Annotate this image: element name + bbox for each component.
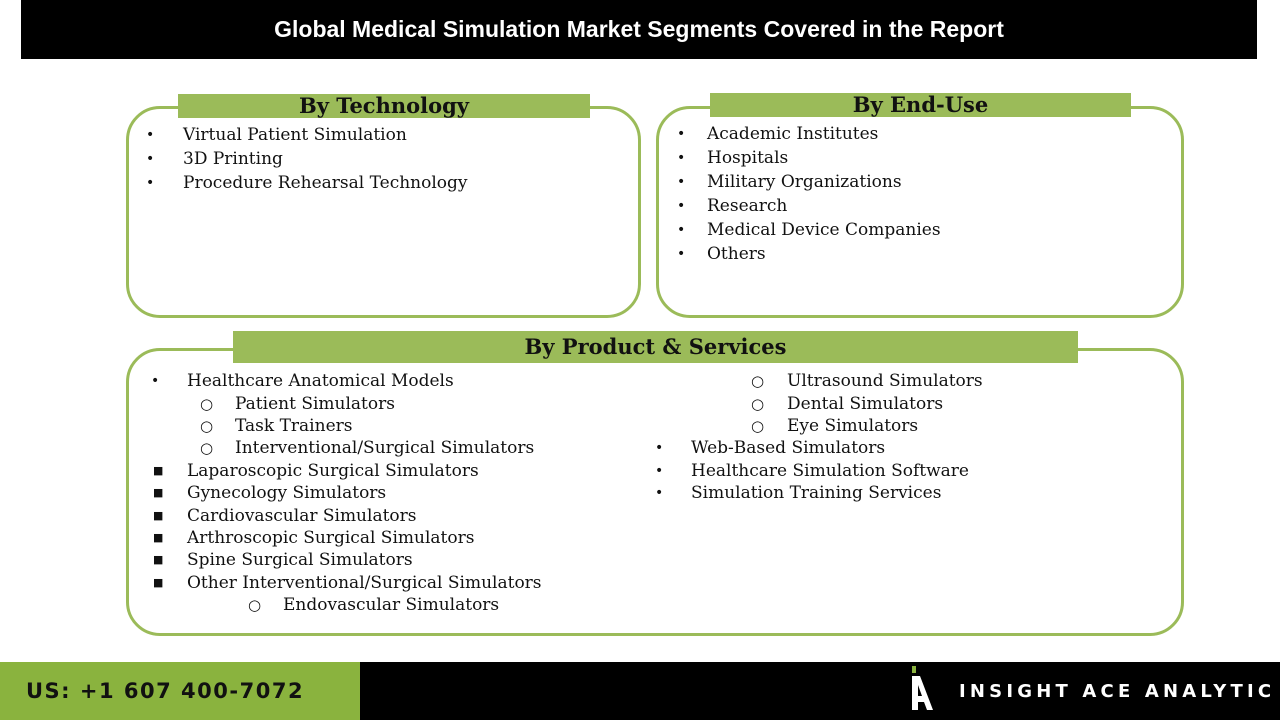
end-use-item-6: Others — [707, 244, 766, 264]
product-item-11: Endovascular Simulators — [283, 595, 500, 615]
end-use-item-1: Academic Institutes — [707, 124, 879, 144]
technology-item-3: Procedure Rehearsal Technology — [183, 173, 468, 193]
square-bullet-marker: ■ — [153, 486, 164, 499]
end-use-item-4: Research — [707, 196, 788, 216]
product-item-9: Spine Surgical Simulators — [187, 550, 413, 570]
square-bullet-marker: ■ — [153, 531, 164, 544]
bullet-marker: • — [677, 222, 686, 238]
technology-item-2: 3D Printing — [183, 149, 283, 169]
product-item-13: Dental Simulators — [787, 394, 944, 414]
brand-name: INSIGHT ACE ANALYTIC — [959, 681, 1276, 702]
square-bullet-marker: ■ — [153, 553, 164, 566]
product-item-5: Laparoscopic Surgical Simulators — [187, 461, 479, 481]
circle-bullet-marker: ○ — [751, 417, 765, 435]
insight-ace-logo-icon — [912, 666, 933, 710]
end-use-heading: By End-Use — [710, 93, 1131, 117]
product-item-12: Ultrasound Simulators — [787, 371, 983, 391]
bullet-marker: • — [677, 150, 686, 166]
product-item-14: Eye Simulators — [787, 416, 919, 436]
square-bullet-marker: ■ — [153, 509, 164, 522]
product-item-10: Other Interventional/Surgical Simulators — [187, 573, 542, 593]
technology-item-1: Virtual Patient Simulation — [183, 125, 407, 145]
product-services-box — [126, 348, 1184, 636]
product-item-16: Healthcare Simulation Software — [691, 461, 969, 481]
circle-bullet-marker: ○ — [248, 596, 262, 614]
circle-bullet-marker: ○ — [200, 417, 214, 435]
bullet-marker: • — [146, 175, 155, 191]
bullet-marker: • — [655, 463, 664, 479]
end-use-box — [656, 106, 1184, 318]
end-use-item-2: Hospitals — [707, 148, 789, 168]
product-item-4: Interventional/Surgical Simulators — [235, 438, 535, 458]
bullet-marker: • — [146, 127, 155, 143]
end-use-item-5: Medical Device Companies — [707, 220, 941, 240]
bullet-marker: • — [677, 174, 686, 190]
bullet-marker: • — [146, 151, 155, 167]
bullet-marker: • — [655, 440, 664, 456]
product-item-15: Web-Based Simulators — [691, 438, 886, 458]
product-item-6: Gynecology Simulators — [187, 483, 387, 503]
product-services-heading: By Product & Services — [233, 331, 1078, 363]
end-use-item-3: Military Organizations — [707, 172, 902, 192]
product-item-17: Simulation Training Services — [691, 483, 942, 503]
product-item-1: Healthcare Anatomical Models — [187, 371, 454, 391]
footer-phone[interactable]: US: +1 607 400-7072 — [0, 662, 360, 720]
bullet-marker: • — [151, 373, 160, 389]
circle-bullet-marker: ○ — [200, 439, 214, 457]
square-bullet-marker: ■ — [153, 576, 164, 589]
product-item-7: Cardiovascular Simulators — [187, 506, 417, 526]
product-item-8: Arthroscopic Surgical Simulators — [187, 528, 475, 548]
bullet-marker: • — [677, 126, 686, 142]
technology-heading: By Technology — [178, 94, 590, 118]
product-item-2: Patient Simulators — [235, 394, 395, 414]
product-item-3: Task Trainers — [235, 416, 353, 436]
circle-bullet-marker: ○ — [751, 372, 765, 390]
page-title: Global Medical Simulation Market Segment… — [21, 0, 1257, 59]
bullet-marker: • — [655, 485, 664, 501]
bullet-marker: • — [677, 198, 686, 214]
footer-bar — [360, 662, 1280, 720]
circle-bullet-marker: ○ — [751, 395, 765, 413]
circle-bullet-marker: ○ — [200, 395, 214, 413]
square-bullet-marker: ■ — [153, 464, 164, 477]
bullet-marker: • — [677, 246, 686, 262]
